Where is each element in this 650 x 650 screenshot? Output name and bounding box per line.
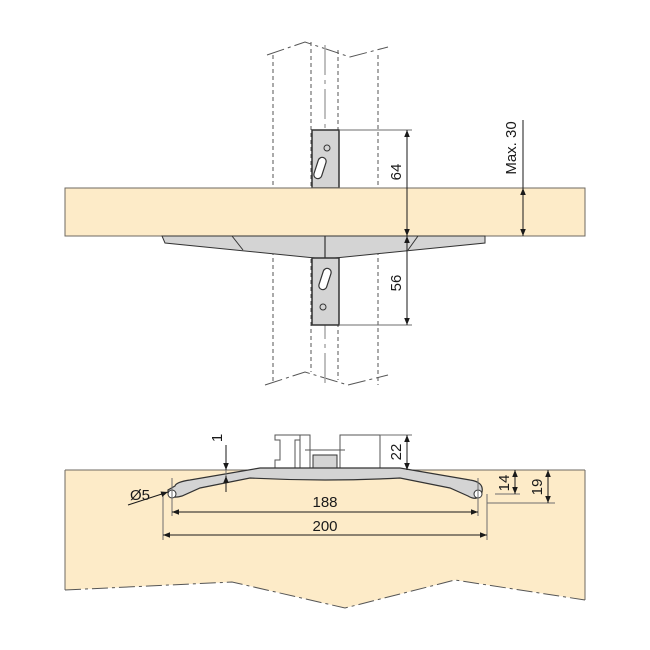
dim-hole-diameter: Ø5 (130, 487, 150, 504)
dim-arm-depth: 19 (529, 479, 546, 496)
dim-profile-height: 22 (388, 444, 405, 461)
dim-upper-bracket: 64 (388, 164, 405, 181)
upper-bracket (311, 129, 340, 189)
support-arm (167, 467, 483, 499)
top-view: 64 56 Max. 30 (64, 41, 586, 386)
dimension-lines-bottom (127, 434, 555, 540)
dim-lower-bracket: 56 (388, 275, 405, 292)
dim-outer-span: 200 (312, 518, 337, 535)
dim-inner-span: 188 (312, 494, 337, 511)
dim-shelf-thickness: Max. 30 (503, 121, 520, 174)
lower-bracket (311, 257, 340, 326)
shelf-board-section (65, 470, 585, 608)
dimension-lines-top (339, 120, 526, 326)
bottom-view: 1 22 Ø5 188 200 14 19 (64, 434, 586, 609)
support-plate (161, 235, 486, 259)
dim-hole-depth: 14 (496, 475, 513, 492)
shelf-board (64, 187, 586, 237)
dim-gap: 1 (209, 434, 226, 442)
